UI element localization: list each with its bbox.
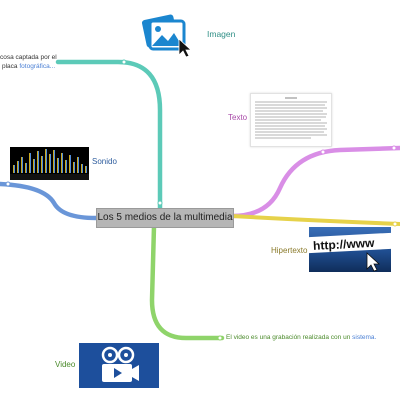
- imagen-note: cosa captada por el placa fotográfica...: [0, 53, 57, 71]
- hipertexto-picture[interactable]: http://www: [309, 227, 391, 272]
- video-note-link[interactable]: sistema.: [352, 334, 377, 341]
- connector-handle: [217, 335, 223, 341]
- image-icon: [141, 14, 193, 58]
- connector-handle: [320, 149, 326, 155]
- imagen-label[interactable]: Imagen: [207, 29, 236, 39]
- imagen-note-line2: placa fotográfica...: [0, 62, 57, 71]
- connector-sonido: [0, 181, 99, 221]
- imagen-note-line2-prefix: placa: [2, 63, 20, 70]
- sonido-picture[interactable]: [10, 147, 89, 180]
- connector-handle: [391, 145, 397, 151]
- texto-document-thumbnail[interactable]: [250, 93, 332, 147]
- imagen-note-line1: cosa captada por el: [0, 54, 57, 61]
- connector-handle: [5, 181, 11, 187]
- sonido-label[interactable]: Sonido: [92, 157, 117, 166]
- imagen-note-link[interactable]: fotográfica...: [19, 63, 56, 70]
- texto-label[interactable]: Texto: [228, 113, 248, 122]
- central-topic-node[interactable]: Los 5 medios de la multimedia: [96, 208, 234, 228]
- video-note: El video es una grabación realizada con …: [226, 333, 376, 342]
- video-note-text: El video es una grabación realizada con …: [226, 334, 353, 341]
- film-camera-icon: [101, 346, 139, 382]
- connector-handle: [392, 221, 398, 227]
- url-bar-icon: http://www: [309, 232, 391, 272]
- video-label[interactable]: Video: [55, 360, 76, 369]
- connector-handle: [121, 59, 127, 65]
- document-icon: [255, 97, 327, 139]
- connector-hipertexto: [230, 214, 400, 226]
- connector-imagen: [55, 59, 163, 215]
- hipertexto-label[interactable]: Hipertexto: [271, 246, 308, 255]
- connector-video: [149, 223, 225, 341]
- connector-handle: [157, 200, 163, 206]
- video-picture[interactable]: [79, 343, 159, 388]
- equalizer-icon: [10, 149, 89, 180]
- central-topic-label: Los 5 medios de la multimedia: [97, 212, 233, 223]
- url-bar-text: http://www: [313, 236, 376, 253]
- imagen-picture[interactable]: [124, 11, 204, 58]
- connector-texto: [229, 145, 400, 219]
